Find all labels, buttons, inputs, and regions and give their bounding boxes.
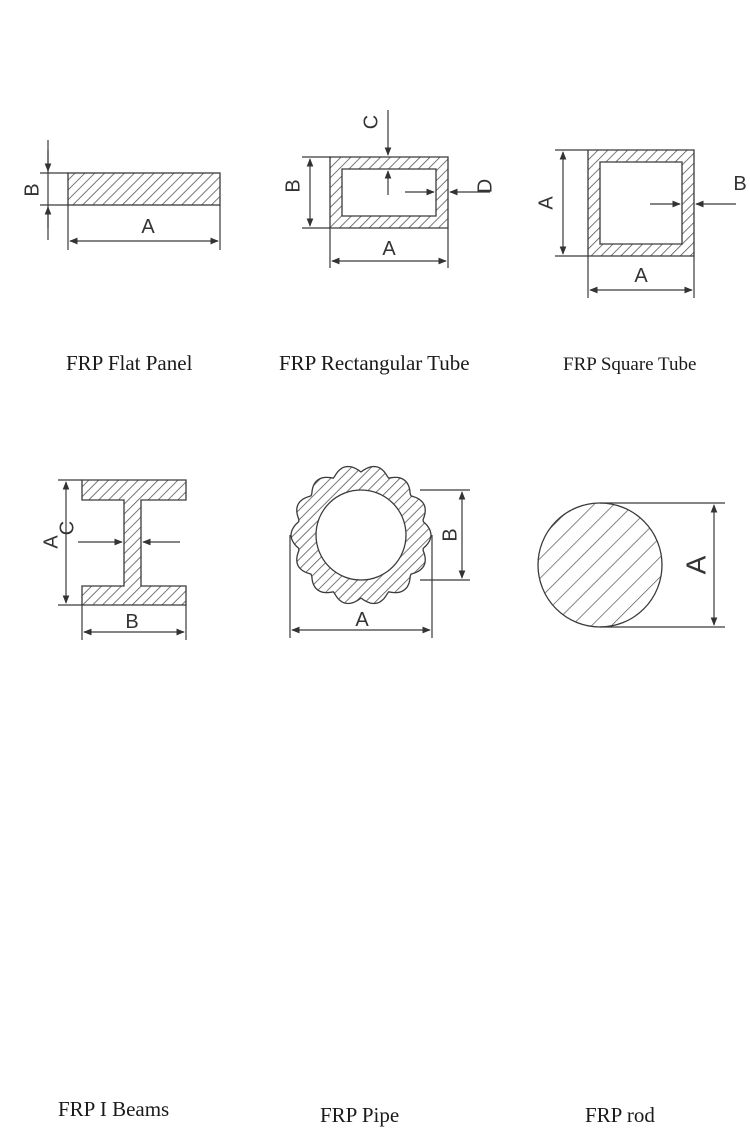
rod-drawing: A [537,502,725,628]
rect-tube-drawing: C B D A [282,110,496,268]
flat-panel-section [67,172,221,206]
pipe-section [290,465,432,605]
pipe-dim-b: B [439,528,461,541]
i-beam-dim-b: B [125,611,138,633]
pipe-wall [290,465,432,605]
flat-panel-diagram: B A FRP Flat Panel [0,0,250,375]
i-beam-diagram: A C B FRP I Beams [0,400,250,1121]
rod-dim-a: A [680,555,711,574]
square-tube-caption: FRP Square Tube [563,354,697,375]
i-beam-dim-a: A [40,535,62,549]
rod-caption: FRP rod [585,1103,655,1127]
rect-tube-dim-b: B [282,179,304,192]
pipe-caption: FRP Pipe [320,1103,400,1127]
flat-panel-caption: FRP Flat Panel [66,351,193,375]
flat-panel-drawing: B A [21,140,221,250]
flat-panel-dim-b: B [21,183,43,196]
square-tube-diagram: A B A FRP Square Tube [500,0,750,375]
square-tube-dim-a-bottom: A [634,265,648,287]
rod-diagram: A FRP rod [500,400,750,1127]
i-beam-dim-c: C [56,521,78,535]
square-tube-dim-a-left: A [535,196,557,210]
rod-section [537,502,663,628]
pipe-diagram: B A FRP Pipe [250,400,500,1127]
rect-tube-diagram: C B D A FRP Rectangular Tube [250,0,500,375]
pipe-dim-a: A [355,609,369,631]
rect-tube-dim-d: D [474,179,496,193]
square-tube-dim-b: B [733,173,746,195]
i-beam-drawing: A C B [40,479,187,640]
pipe-drawing: B A [289,465,470,638]
rect-tube-caption: FRP Rectangular Tube [279,351,470,375]
square-tube-drawing: A B A [535,149,747,298]
rect-tube-dim-a: A [382,238,396,260]
flat-panel-dim-a: A [141,216,155,238]
rect-tube-dim-c: C [360,115,382,129]
i-beam-caption: FRP I Beams [58,1097,170,1121]
square-tube-section [587,149,695,257]
